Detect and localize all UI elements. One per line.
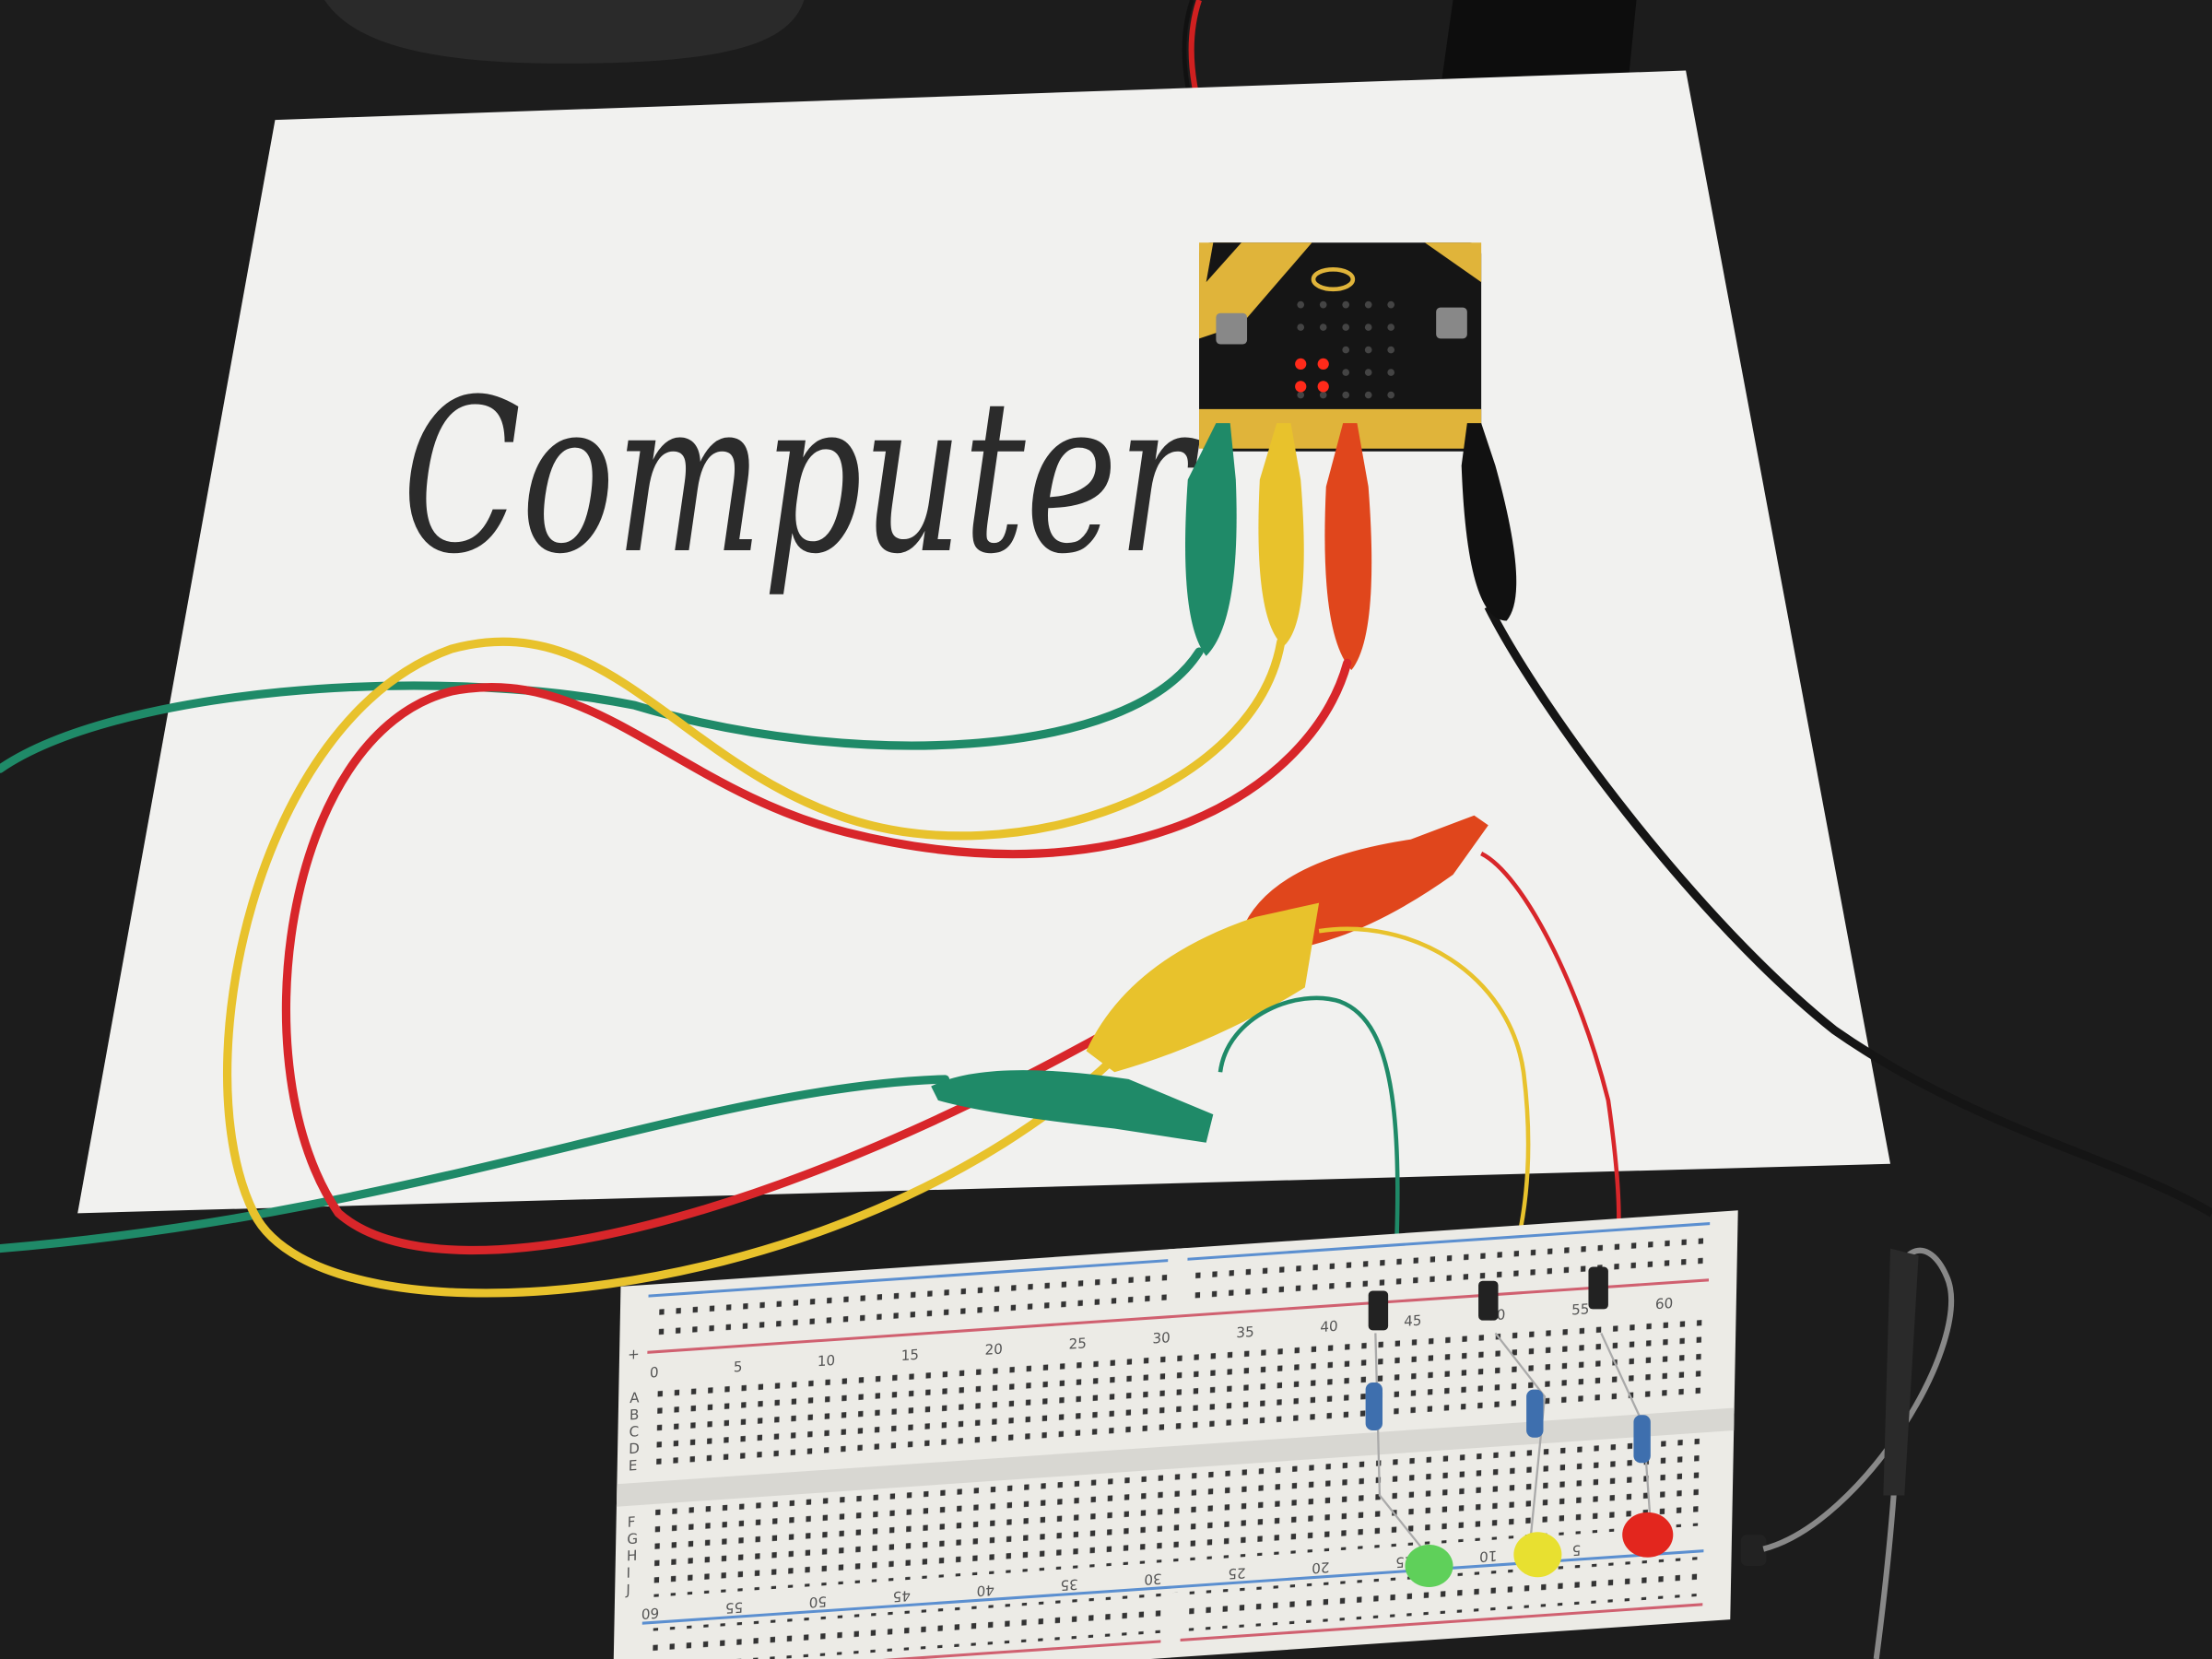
row-letter: C [629, 1423, 639, 1441]
column-number: 40 [976, 1582, 994, 1599]
column-number: 25 [1228, 1564, 1246, 1582]
speaker-object [324, 0, 805, 64]
ground-clip-black [1883, 1248, 1919, 1496]
row-letter: H [627, 1547, 638, 1565]
row-letter: E [629, 1457, 638, 1475]
row-letter: I [626, 1565, 630, 1582]
led-yellow [1513, 1532, 1562, 1578]
jumper-pin-green [1368, 1290, 1389, 1331]
wire-yellow [223, 637, 1286, 1298]
column-number: 30 [1152, 1329, 1171, 1347]
column-number: 15 [901, 1347, 920, 1364]
jumper-pin-red [1588, 1266, 1608, 1310]
components [1365, 1247, 1955, 1659]
column-number: 60 [1655, 1295, 1674, 1312]
column-number: 35 [1236, 1324, 1254, 1341]
microbit-board [1199, 242, 1482, 452]
column-number: 45 [1404, 1312, 1422, 1330]
center-channel [616, 1407, 1735, 1507]
column-number: 10 [818, 1352, 836, 1370]
column-number: 0 [650, 1364, 659, 1382]
button-b [1436, 307, 1467, 339]
row-letter: A [629, 1389, 640, 1406]
wire-green-upper [0, 647, 1204, 773]
column-number: 30 [1144, 1570, 1162, 1587]
button-a [1216, 312, 1248, 345]
column-number: 45 [892, 1587, 911, 1605]
handwritten-word: Computer [402, 355, 1200, 601]
column-number: 55 [1571, 1300, 1590, 1318]
column-number: 50 [809, 1593, 828, 1610]
wire-green-lower [0, 1075, 950, 1253]
column-number: 60 [641, 1605, 660, 1622]
resistor-2 [1526, 1389, 1544, 1438]
row-letter: B [629, 1406, 640, 1424]
alligator-clips-top [1184, 423, 1517, 671]
rail-plus-label: + [628, 1346, 640, 1363]
column-number: 25 [1068, 1335, 1087, 1352]
led-red [1622, 1512, 1674, 1558]
column-number: 20 [984, 1341, 1003, 1359]
terminal-rows-f-j [642, 1438, 1706, 1598]
paper-sheet [77, 70, 1891, 1214]
wires [0, 637, 1352, 1298]
ground-pin [1740, 1535, 1767, 1566]
led-matrix-lit [1295, 358, 1329, 393]
led-green [1405, 1545, 1453, 1587]
column-number: 40 [1320, 1318, 1338, 1335]
logo-icon [1311, 267, 1356, 292]
row-letter: J [625, 1582, 630, 1598]
alligator-clips-bottom [931, 815, 1488, 1143]
column-number: 5 [1571, 1541, 1581, 1559]
column-number: 5 [734, 1359, 743, 1376]
jumper-pin-yellow [1478, 1280, 1499, 1321]
wire-red [281, 658, 1352, 1255]
column-number: 35 [1060, 1576, 1078, 1594]
column-number: 10 [1479, 1547, 1498, 1565]
resistor-3 [1633, 1415, 1651, 1464]
terminal-rows-a-e [644, 1313, 1709, 1474]
row-letter: F [628, 1513, 636, 1531]
row-letter: D [629, 1440, 640, 1457]
column-number: 20 [1312, 1559, 1330, 1576]
black-cable [1484, 605, 2212, 1218]
row-letter: G [627, 1530, 638, 1547]
column-number: 55 [725, 1598, 744, 1616]
resistor-1 [1365, 1382, 1382, 1431]
